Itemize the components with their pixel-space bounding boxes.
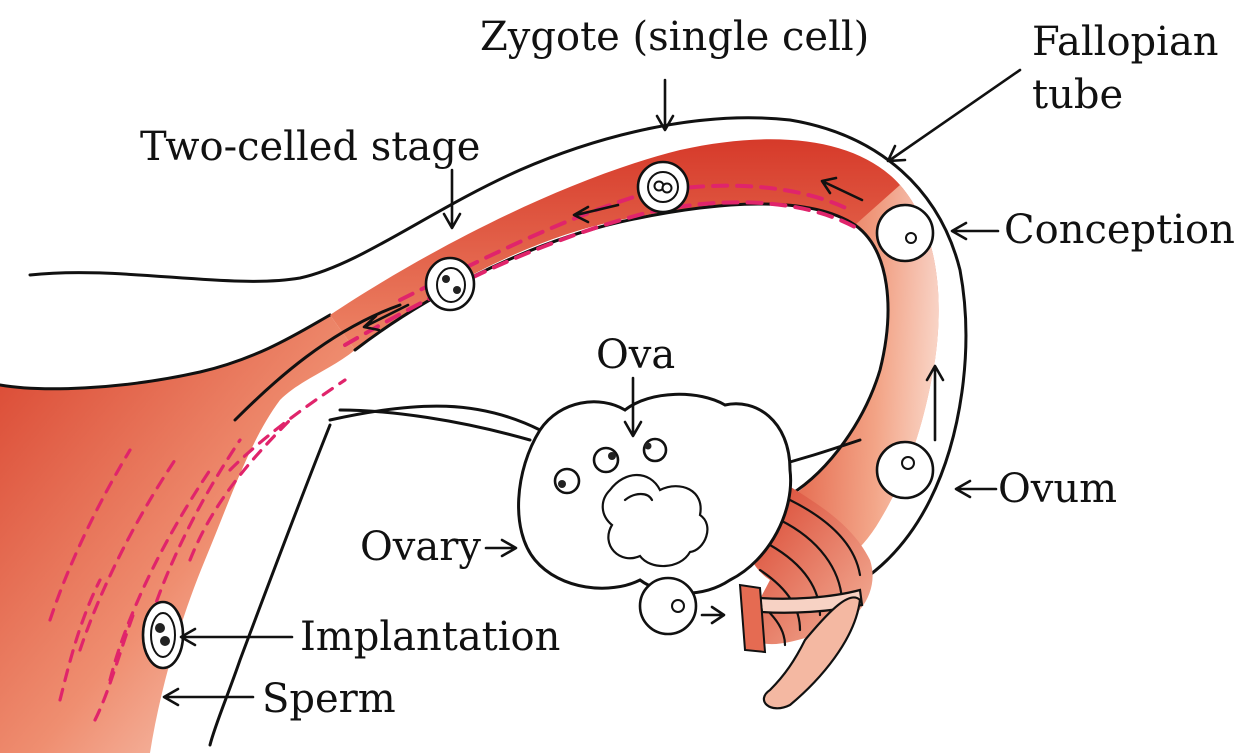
zygote-cell [638, 162, 688, 212]
released-ovum [640, 578, 696, 634]
label-fallopian-line2: tube [1032, 72, 1123, 118]
ovum-in-tube [877, 442, 933, 498]
two-celled-embryo [426, 258, 474, 310]
ova-follicle [644, 439, 666, 461]
ova-follicle [594, 448, 618, 472]
label-ovum: Ovum [998, 466, 1117, 512]
label-ovary: Ovary [360, 524, 481, 570]
label-conception: Conception [1004, 207, 1235, 253]
label-sperm: Sperm [262, 676, 396, 722]
label-fallopian-line1: Fallopian [1032, 19, 1219, 65]
label-zygote: Zygote (single cell) [480, 14, 869, 60]
conception-cell [877, 205, 933, 261]
label-implantation: Implantation [300, 614, 560, 660]
label-two-celled-stage: Two-celled stage [140, 124, 480, 170]
implantation-embryo [143, 602, 183, 668]
ovary [519, 394, 791, 593]
label-ova: Ova [596, 332, 675, 378]
ova-follicle [555, 469, 579, 493]
